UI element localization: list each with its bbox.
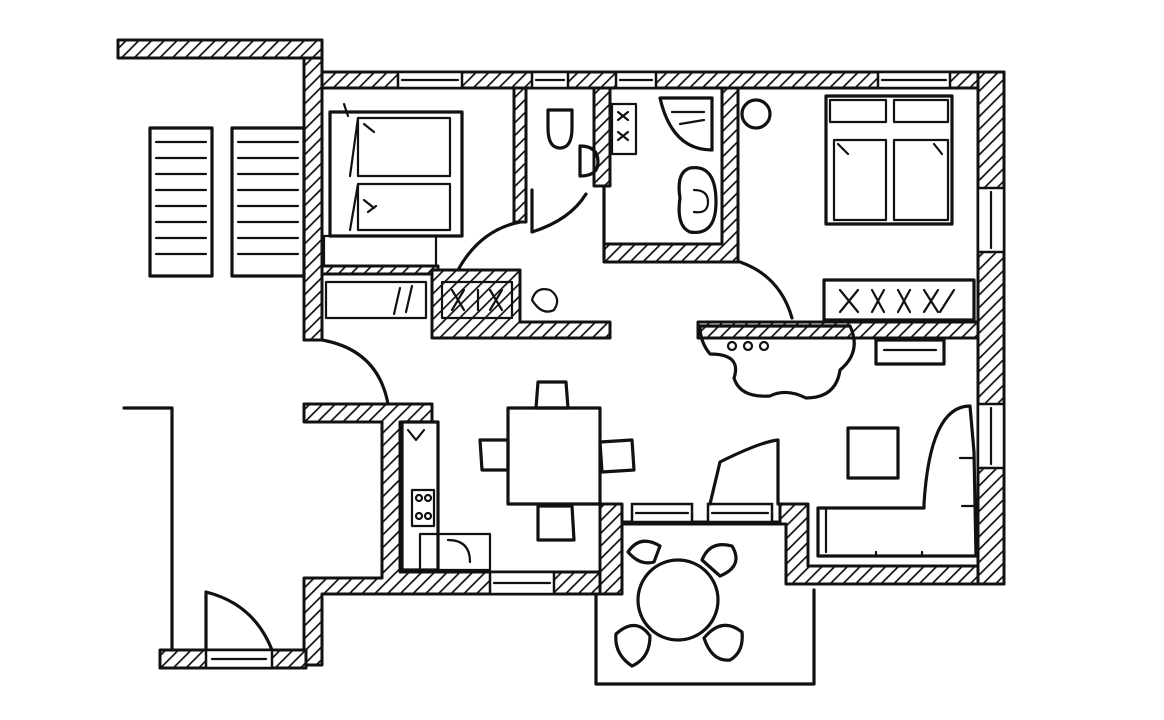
wall-shower xyxy=(602,86,740,264)
lamp-icon xyxy=(740,98,772,130)
interior-walls xyxy=(320,86,980,340)
coat-rack xyxy=(324,280,428,320)
door-entrance xyxy=(204,590,274,652)
chair-top xyxy=(534,380,570,410)
wardrobe-bedroom-right xyxy=(822,278,976,322)
toilet-icon xyxy=(546,108,574,150)
corner-sofa xyxy=(816,404,978,558)
toilet-shower-icon xyxy=(677,166,718,235)
double-bed-right xyxy=(824,94,954,226)
wardrobe-bedroom-left xyxy=(322,234,438,268)
hallway xyxy=(324,280,559,320)
wc xyxy=(546,108,600,178)
terrace-outline xyxy=(122,406,174,652)
door-living xyxy=(708,438,780,506)
chair-left xyxy=(478,438,510,472)
doors xyxy=(204,184,794,652)
sideboard xyxy=(698,324,856,400)
shower-icon xyxy=(658,96,714,152)
hall-cabinet xyxy=(440,280,514,320)
shower-room xyxy=(610,96,718,235)
pillow-right-icon xyxy=(836,142,944,156)
chair-bottom xyxy=(536,504,576,542)
kitchen-dining xyxy=(400,380,636,572)
door-wc xyxy=(530,188,588,234)
outdoor-stairs xyxy=(122,126,306,652)
stool-icon xyxy=(530,288,559,313)
round-table xyxy=(636,558,720,642)
wall-hall-cabinet xyxy=(430,268,612,340)
kitchen-sink-icon xyxy=(418,532,492,572)
doodle-mark xyxy=(342,102,350,118)
washbasin-icon xyxy=(610,102,638,156)
sink-icon xyxy=(578,144,600,178)
living-room xyxy=(698,324,978,558)
stove-icon xyxy=(410,488,436,528)
wall-left-upper xyxy=(302,56,324,342)
balcony-chair-1 xyxy=(626,539,662,565)
stairs-left xyxy=(148,126,214,278)
chair-right xyxy=(598,438,636,474)
balcony-chair-3 xyxy=(614,623,652,668)
dining-table xyxy=(506,406,602,506)
balcony-outline xyxy=(594,588,816,686)
tv-cabinet xyxy=(874,338,946,366)
door-bedroom-right xyxy=(738,260,794,320)
wall-right xyxy=(976,70,1006,586)
door-bedroom-left xyxy=(456,220,522,272)
balcony-chair-2 xyxy=(700,543,738,578)
coffee-table xyxy=(846,426,900,480)
balcony xyxy=(594,539,816,686)
stairs-right xyxy=(230,126,306,278)
door-hall-entry xyxy=(320,338,390,406)
balcony-chair-4 xyxy=(702,623,744,662)
pillow-icon xyxy=(362,122,378,214)
exterior-walls xyxy=(116,38,1006,670)
windows xyxy=(204,70,1006,670)
bedroom-left xyxy=(322,110,464,268)
bedroom-right xyxy=(740,94,976,322)
wall-bedroom-left-bottom xyxy=(320,264,440,276)
wall-wc-left xyxy=(512,86,528,224)
stair-steps xyxy=(154,140,300,256)
